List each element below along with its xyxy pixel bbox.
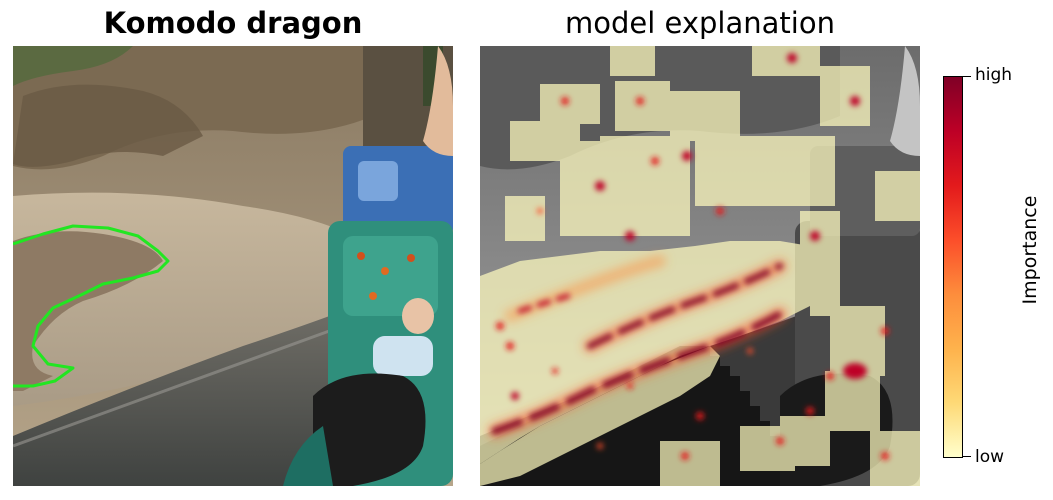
right-panel-title: model explanation [565, 6, 835, 40]
input-image [13, 46, 453, 486]
left-panel-title: Komodo dragon [103, 6, 363, 40]
colorbar-tick-low [963, 456, 971, 457]
colorbar-axis-label: Importance [1019, 195, 1041, 305]
colorbar-low-label: low [975, 447, 1005, 467]
importance-colorbar [943, 76, 963, 458]
explanation-heatmap [480, 46, 920, 486]
colorbar-tick-high [963, 76, 971, 77]
segmentation-outline [13, 224, 170, 388]
colorbar-high-label: high [975, 65, 1013, 85]
